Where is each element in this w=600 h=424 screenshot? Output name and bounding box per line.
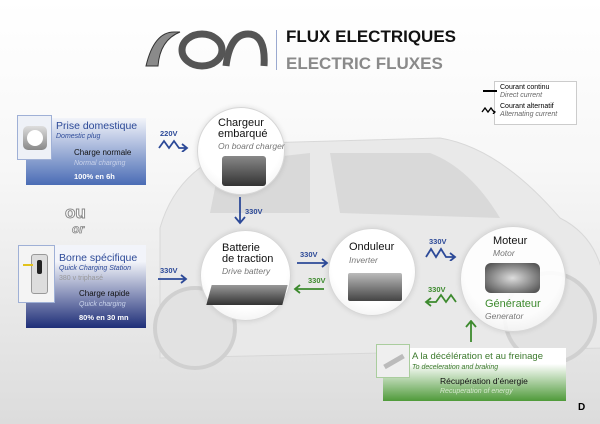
ac-arrow-icon <box>158 139 189 152</box>
charger-image <box>222 156 266 186</box>
title-en: ELECTRIC FLUXES <box>286 54 443 73</box>
domestic-time: 100% en 6h <box>74 172 115 181</box>
voltage-charger-battery: 330V <box>245 207 263 216</box>
ac-arrow-icon <box>424 293 457 307</box>
inverter-image <box>348 273 402 301</box>
station-time: 80% en 30 mn <box>79 313 129 322</box>
ion-logo <box>145 30 268 70</box>
ac-arrow-icon <box>481 106 497 114</box>
domestic-charge-en: Normal charging <box>74 160 126 167</box>
voltage-220: 220V <box>160 129 178 138</box>
dc-arrow-right-icon <box>158 274 188 284</box>
station-subtitle: Quick Charging Station <box>59 265 131 272</box>
or-en: or <box>72 222 85 237</box>
domestic-subtitle: Domestic plug <box>56 133 101 140</box>
inverter-sub: Inverter <box>349 255 378 265</box>
or-fr: ou <box>65 203 87 223</box>
motor-sub: Motor <box>493 248 515 258</box>
brake-pedal-icon <box>376 344 410 378</box>
dc-arrow-left-icon <box>293 284 324 294</box>
station-charge-en: Quick charging <box>79 301 126 308</box>
voltage-inverter-battery: 330V <box>308 276 326 285</box>
charger-sub: On board charger <box>218 141 285 151</box>
node-inverter: Onduleur Inverter <box>328 228 416 316</box>
dc-arrow-icon <box>483 90 497 92</box>
recovery-label-en: Recuperation of energy <box>440 388 513 395</box>
battery-image <box>206 285 288 305</box>
domestic-title: Prise domestique <box>56 120 138 132</box>
page-letter: D <box>578 402 586 413</box>
voltage-inverter-motor: 330V <box>429 237 447 246</box>
plug-icon <box>17 115 52 160</box>
header-divider <box>276 30 277 70</box>
station-title: Borne spécifique <box>59 252 138 264</box>
recovery-label: Récupération d’énergie <box>440 376 528 386</box>
station-charge: Charge rapide <box>79 289 130 298</box>
generator-sub: Generator <box>485 311 524 321</box>
generator-title: Générateur <box>485 298 541 310</box>
recovery-title: A la décélération et au freinage <box>412 351 543 362</box>
voltage-station-battery: 330V <box>160 266 178 275</box>
voltage-motor-inverter: 330V <box>428 285 446 294</box>
station-power: 380 v triphasé <box>59 275 103 282</box>
recovery-sub: To deceleration and braking <box>412 364 499 371</box>
node-motor: Moteur Motor Générateur Generator <box>460 226 566 332</box>
domestic-charge: Charge normale <box>74 148 132 157</box>
inverter-title: Onduleur <box>349 241 395 253</box>
dc-arrow-right-icon <box>297 258 329 268</box>
energy-recovery-panel: A la décélération et au freinage To dece… <box>383 348 566 401</box>
battery-sub: Drive battery <box>222 266 271 276</box>
dc-arrow-down-icon <box>234 197 246 225</box>
dc-arrow-up-icon <box>465 320 477 342</box>
ac-arrow-icon <box>425 247 457 261</box>
motor-image <box>485 263 540 293</box>
motor-title: Moteur <box>493 235 528 247</box>
charging-station-icon <box>18 245 55 303</box>
voltage-battery-inverter: 330V <box>300 250 318 259</box>
title-fr: FLUX ELECTRIQUES <box>286 27 457 46</box>
